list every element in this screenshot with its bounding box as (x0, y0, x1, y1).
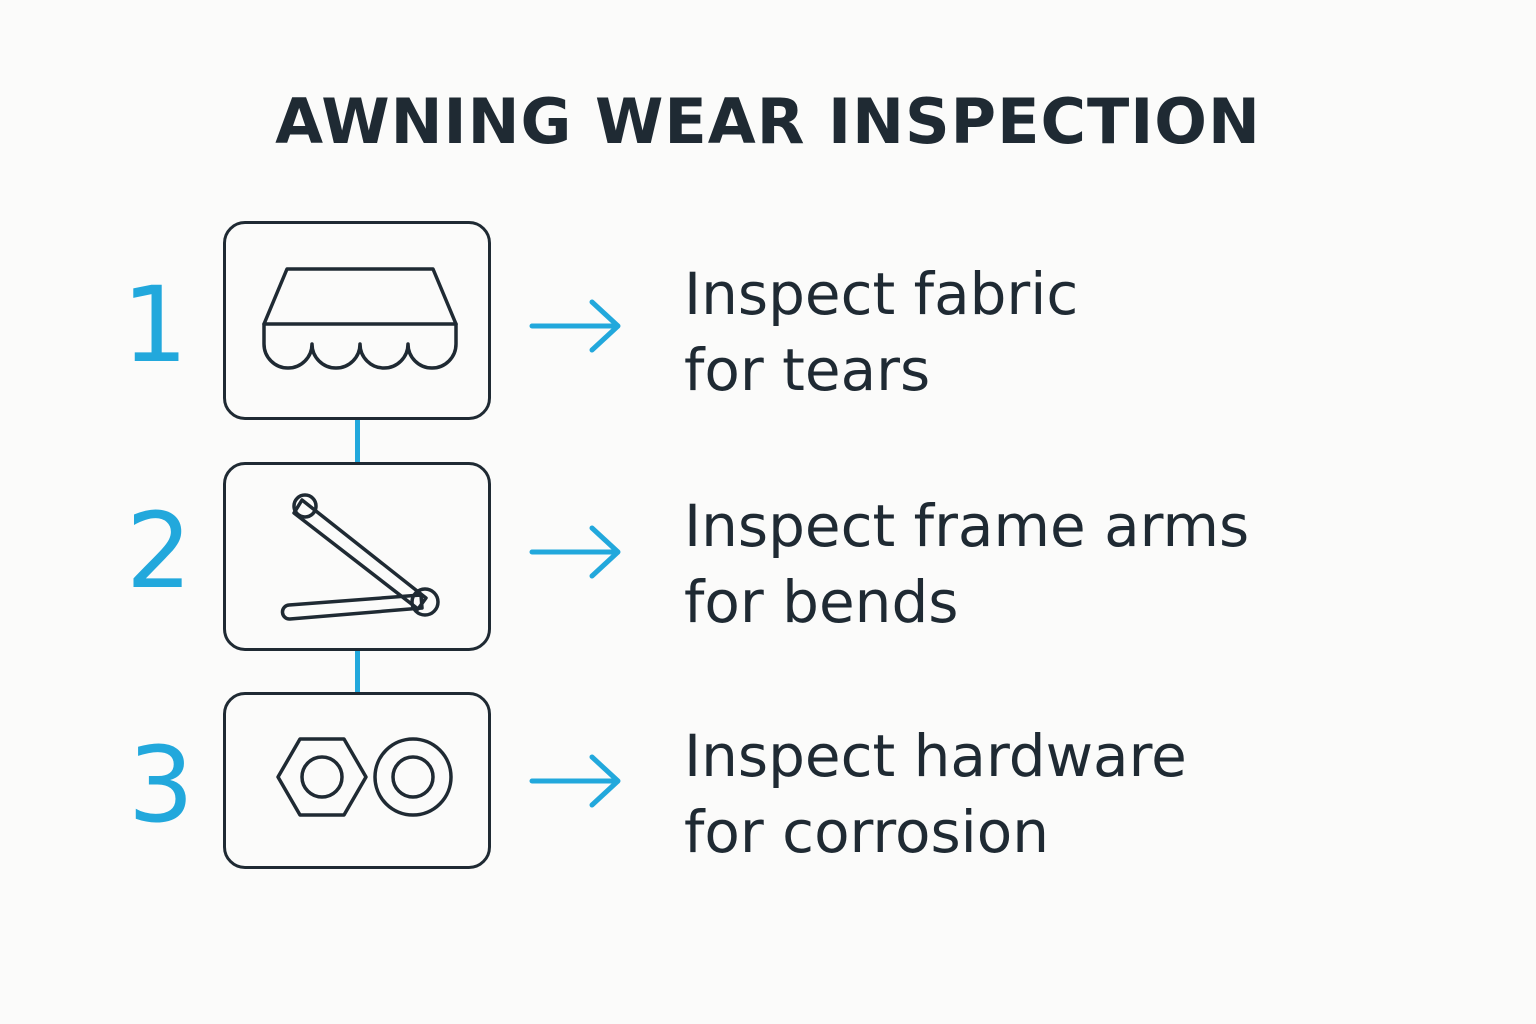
step-text-1: Inspect fabric for tears (684, 256, 1078, 408)
step-2-line-2: for bends (684, 568, 959, 636)
step-number-3: 3 (127, 724, 195, 846)
awning-icon (262, 267, 458, 370)
frame-arm-icon (280, 493, 440, 621)
step-icon-box-3 (223, 692, 491, 869)
step-3-line-1: Inspect hardware (684, 722, 1187, 790)
step-1-line-1: Inspect fabric (684, 260, 1079, 328)
hardware-nut-washer-icon (276, 737, 453, 817)
step-text-3: Inspect hardware for corrosion (684, 718, 1187, 870)
step-1-line-2: for tears (684, 336, 931, 404)
step-number-2: 2 (125, 490, 193, 612)
step-icon-box-2 (223, 462, 491, 651)
arrow-right-icon (529, 525, 621, 579)
step-3-line-2: for corrosion (684, 798, 1050, 866)
arrow-right-icon (529, 299, 621, 353)
arrow-right-icon (529, 754, 621, 808)
step-2-line-1: Inspect frame arms (684, 492, 1250, 560)
step-connector-2-3 (355, 651, 360, 692)
step-text-2: Inspect frame arms for bends (684, 488, 1249, 640)
step-number-1: 1 (121, 264, 189, 386)
diagram-title: AWNING WEAR INSPECTION (275, 85, 1261, 158)
step-icon-box-1 (223, 221, 491, 420)
step-connector-1-2 (355, 420, 360, 462)
